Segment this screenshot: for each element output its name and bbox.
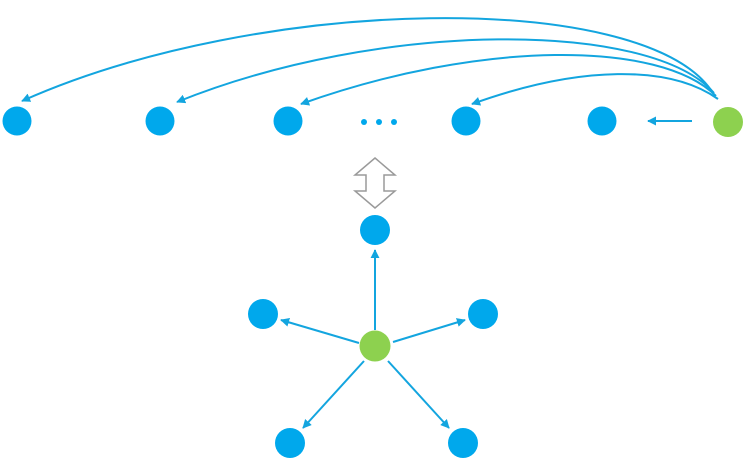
top-edge-4 <box>471 73 719 106</box>
star-edge-left <box>280 317 360 344</box>
ellipsis <box>361 119 397 125</box>
ellipsis-dot-2 <box>376 119 382 125</box>
ellipsis-dot-3 <box>391 119 397 125</box>
star-hub-node <box>359 330 391 362</box>
top-leaf-node-2 <box>145 106 175 136</box>
star-leaf-node-bottom-left <box>275 428 305 458</box>
star-edge-bottom-left <box>302 360 365 429</box>
top-edge-3 <box>300 54 717 106</box>
ellipsis-dot-1 <box>361 119 367 125</box>
top-leaf-node-4 <box>451 106 481 136</box>
star-leaf-node-right <box>468 299 498 329</box>
top-leaf-node-3 <box>273 106 303 136</box>
top-edge-1 <box>21 17 712 102</box>
star-edge-bottom-right <box>387 360 450 429</box>
top-hub-node <box>713 107 743 137</box>
top-leaf-node-1 <box>2 106 32 136</box>
star-edge-right <box>392 318 466 343</box>
bottom-diagram <box>248 215 498 458</box>
double-headed-arrow-icon <box>352 157 398 209</box>
top-edge-2 <box>176 38 715 104</box>
star-leaf-node-bottom-right <box>448 428 478 458</box>
top-leaf-node-5 <box>587 106 617 136</box>
star-leaf-node-top <box>360 215 390 245</box>
top-diagram <box>2 17 743 137</box>
star-leaf-node-left <box>248 299 278 329</box>
